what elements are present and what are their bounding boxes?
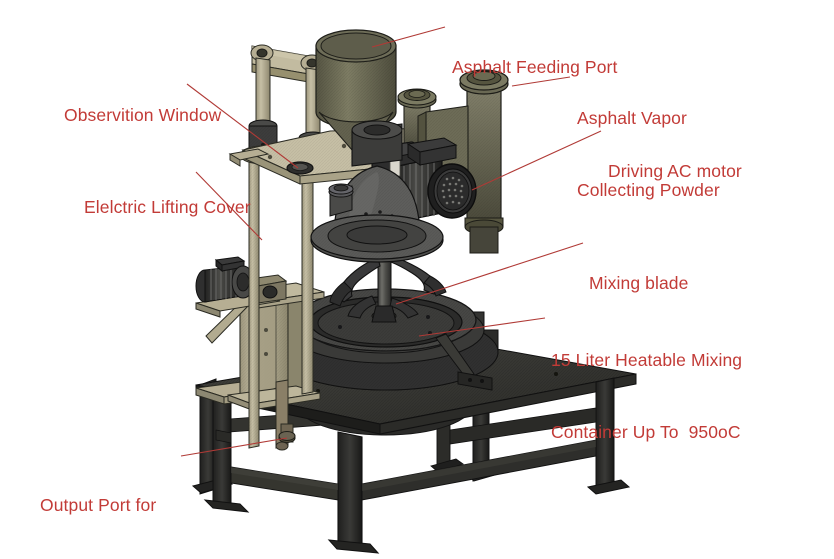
- callout-asphalt-feeding-port: Asphalt Feeding Port: [452, 12, 617, 122]
- callout-line: Elelctric Lifting Cover: [84, 197, 251, 217]
- lifting-motor: [195, 256, 288, 318]
- callout-line: Container Up To 950oC: [551, 422, 741, 442]
- callout-line: Driving AC motor: [608, 161, 742, 181]
- leader-lines: [180, 26, 602, 457]
- output-port: [278, 423, 296, 444]
- motor-fan-cowl: [427, 163, 477, 219]
- callout-mixing-blade: Mixing blade: [589, 228, 688, 338]
- leader-mixing-blade: [395, 242, 584, 305]
- callout-line: Output Port for: [40, 495, 157, 515]
- mixer-lid: [310, 120, 444, 263]
- callout-line: Observition Window: [64, 105, 222, 125]
- callout-heatable-mixing-container: 15 Liter Heatable Mixing Container Up To…: [551, 300, 742, 492]
- leader-driving-ac-motor: [471, 130, 602, 191]
- lid-side-port: [328, 183, 354, 217]
- callout-asphalt-vapor-collecting-powder: Asphalt Vapor Collecting Powder: [577, 58, 720, 250]
- callout-line: 15 Liter Heatable Mixing: [551, 350, 743, 370]
- leader-mixing-container: [418, 317, 546, 337]
- callout-output-port-coated-powder: Output Port for Coated Powder with Elect…: [40, 445, 198, 559]
- callout-observition-window: Observition Window: [64, 60, 221, 170]
- callout-line: Collecting Powder: [577, 180, 720, 200]
- observation-window: [286, 161, 314, 175]
- leader-observition-window: [186, 83, 299, 169]
- leader-output-port: [180, 437, 288, 457]
- callout-line: Mixing blade: [589, 273, 689, 293]
- mixing-container: [273, 288, 499, 391]
- callout-elelctric-lifting-cover: Elelctric Lifting Cover: [84, 152, 251, 262]
- callout-driving-ac-motor: Driving AC motor: [608, 116, 742, 226]
- lifting-guide-rods: [248, 137, 314, 451]
- callout-line: Asphalt Vapor: [577, 108, 687, 128]
- leader-elelctric-lifting-cover: [195, 171, 263, 241]
- callout-line: Asphalt Feeding Port: [452, 57, 618, 77]
- leader-asphalt-feeding-port: [371, 26, 446, 48]
- leader-asphalt-vapor: [511, 76, 571, 87]
